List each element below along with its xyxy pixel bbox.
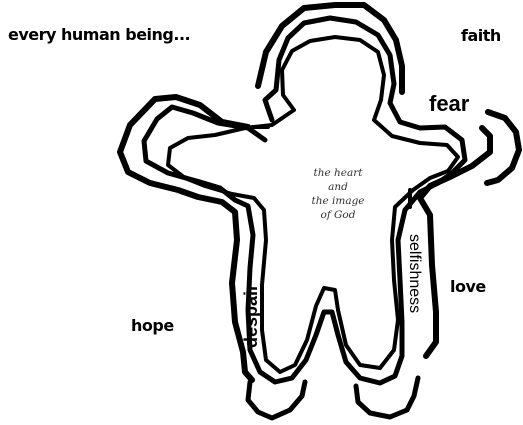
selfishness-label: selfishness: [405, 234, 423, 313]
fear-label: fear: [429, 91, 469, 117]
title-label: every human being...: [8, 25, 190, 44]
despair-label: despair: [241, 284, 262, 348]
left-foot-aura: [248, 382, 305, 418]
center-text-line: the image: [298, 194, 378, 208]
center-text-block: the heart and the image of God: [298, 166, 378, 222]
faith-label: faith: [461, 26, 501, 45]
center-text-line: of God: [298, 208, 378, 222]
center-text-line: the heart: [298, 166, 378, 180]
hope-label: hope: [131, 316, 174, 335]
center-text-line: and: [298, 180, 378, 194]
right-foot-aura: [356, 378, 418, 417]
love-label: love: [450, 277, 486, 296]
